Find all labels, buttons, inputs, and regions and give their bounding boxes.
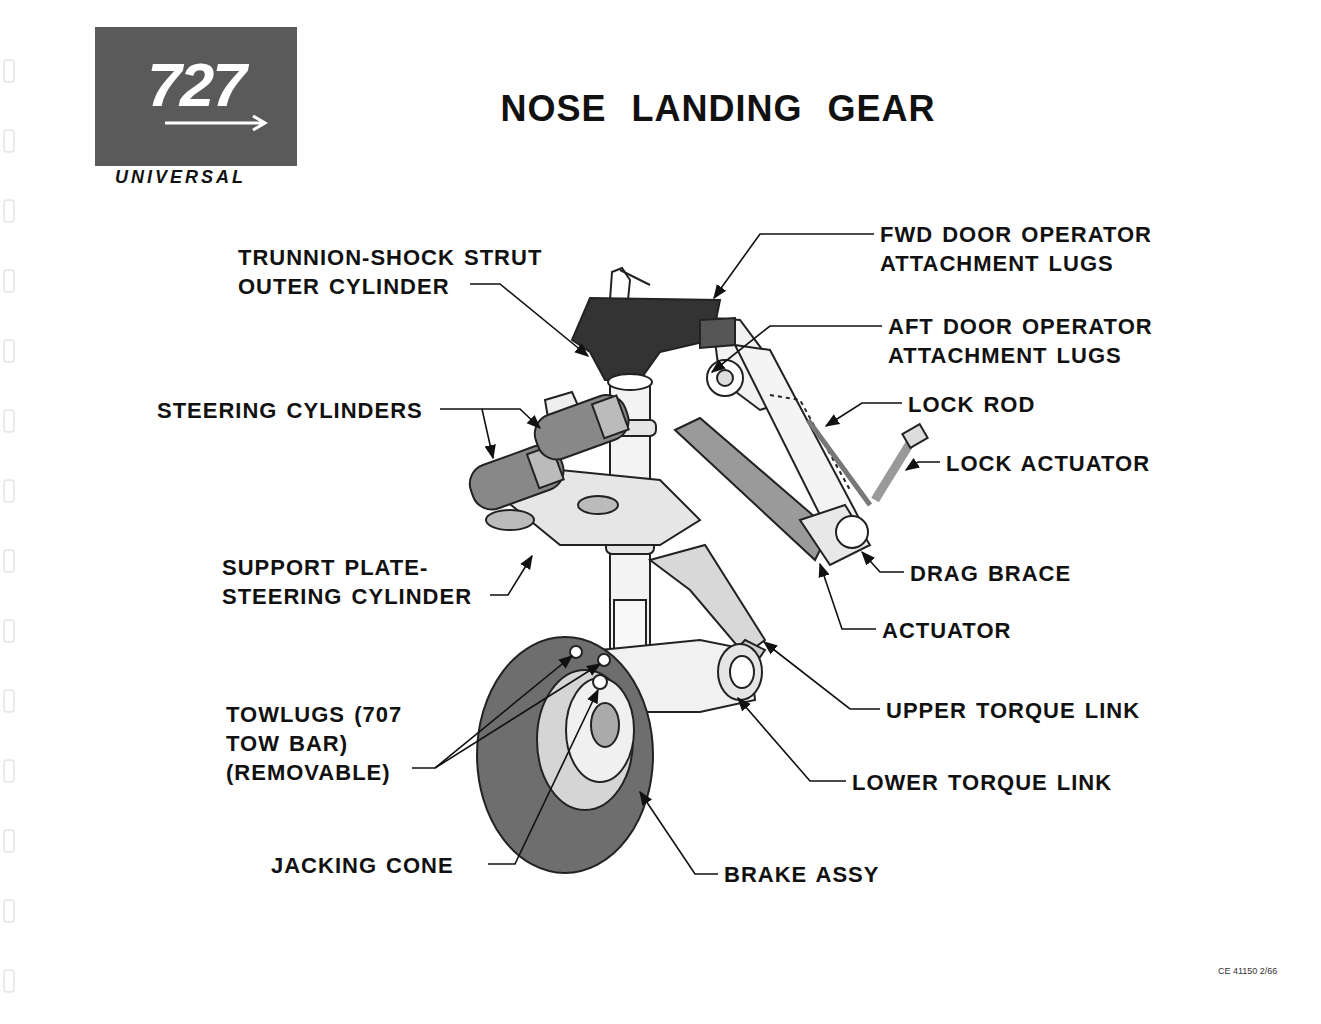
callout-label: SUPPORT PLATE- STEERING CYLINDER [222,553,522,611]
page-title: NOSE LANDING GEAR [500,88,935,130]
binder-holes [4,60,14,992]
callout-label: AFT DOOR OPERATOR ATTACHMENT LUGS [888,312,1218,370]
callout-label: LOCK ACTUATOR [946,449,1150,478]
callout-label: UPPER TORQUE LINK [886,696,1140,725]
callout-label: BRAKE ASSY [724,860,879,889]
callout-label: JACKING CONE [271,851,454,880]
callout-label: DRAG BRACE [910,559,1071,588]
logo-number: 727 [95,49,297,120]
callout-label: ACTUATOR [882,616,1011,645]
logo-subtitle: UNIVERSAL [115,167,246,188]
document-code: CE 41150 2/66 [1218,966,1277,976]
callout-label: LOCK ROD [908,390,1035,419]
callout-label: FWD DOOR OPERATOR ATTACHMENT LUGS [880,220,1210,278]
callout-label: LOWER TORQUE LINK [852,768,1112,797]
callout-label: TRUNNION-SHOCK STRUT OUTER CYLINDER [238,243,598,301]
callout-label: STEERING CYLINDERS [157,396,423,425]
callout-label: TOWLUGS (707 TOW BAR) (REMOVABLE) [226,700,411,787]
logo-box: 727UNIVERSAL [95,27,297,166]
